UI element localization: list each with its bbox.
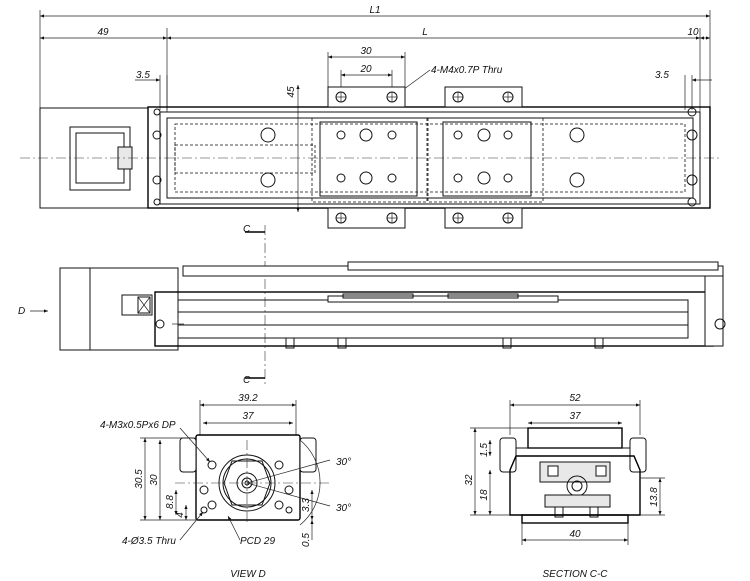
view-d-diagram: 39.2 37 30° 30° 30.5 xyxy=(100,393,351,580)
view-d-dim-8-8: 8.8 xyxy=(165,495,176,509)
dim-10-label: 10 xyxy=(687,27,699,38)
view-d-arrow-label: D xyxy=(18,306,25,317)
dim-3-5-left-label: 3.5 xyxy=(136,70,150,81)
section-c-bottom-label: C xyxy=(243,375,251,386)
section-c-top-label: C xyxy=(243,224,251,235)
view-d-dim-4: 4 xyxy=(175,512,186,518)
thread-note: 4-M4x0.7P Thru xyxy=(431,65,503,76)
angle-top-label: 30° xyxy=(336,457,351,468)
section-dim-40: 40 xyxy=(569,529,581,540)
dim-l1-label: L1 xyxy=(369,5,380,16)
section-dim-13-8: 13.8 xyxy=(649,487,660,507)
view-d-dim-30-5: 30.5 xyxy=(134,469,145,489)
dim-l-label: L xyxy=(422,27,428,38)
section-cc-diagram: 52 37 32 18 1.5 13.8 xyxy=(464,393,665,580)
dim-30-label: 30 xyxy=(360,46,372,57)
view-d-dim-30: 30 xyxy=(149,474,160,486)
view-d-dim-37: 37 xyxy=(242,411,254,422)
section-dim-1-5: 1.5 xyxy=(479,443,490,457)
view-d-dim-39-2: 39.2 xyxy=(238,393,258,404)
view-d-thru-note: 4-Ø3.5 Thru xyxy=(122,536,176,547)
dim-20-label: 20 xyxy=(359,64,372,75)
section-dim-52: 52 xyxy=(569,393,581,404)
dim-49-label: 49 xyxy=(97,27,109,38)
view-d-m3-note: 4-M3x0.5Px6 DP xyxy=(100,420,176,431)
section-dim-37: 37 xyxy=(569,411,581,422)
section-dim-32: 32 xyxy=(464,474,475,486)
view-d-pcd-note: PCD 29 xyxy=(240,536,275,547)
view-d-dim-3-3: 3.3 xyxy=(301,498,312,512)
section-cc-title: SECTION C-C xyxy=(543,569,609,580)
view-d-title: VIEW D xyxy=(230,569,266,580)
angle-bottom-label: 30° xyxy=(336,503,351,514)
section-dim-18: 18 xyxy=(479,489,490,501)
mounting-holes xyxy=(152,91,698,224)
side-view: C C D xyxy=(18,224,726,386)
top-view: L1 49 L 10 30 20 4-M4x0.7P Thru 3.5 3.5 … xyxy=(20,5,720,229)
dim-45-label: 45 xyxy=(286,86,297,98)
dim-3-5-right-label: 3.5 xyxy=(655,70,669,81)
view-d-dim-0-5: 0.5 xyxy=(301,533,312,547)
